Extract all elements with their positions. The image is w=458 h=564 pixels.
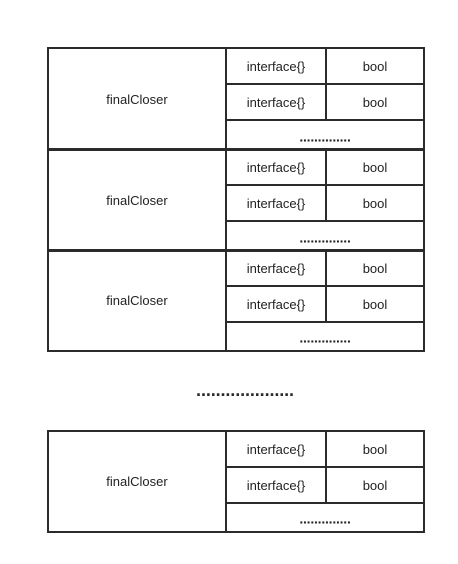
entry-type-cell: interface{} [227,432,327,466]
closer-label: finalCloser [49,49,227,149]
entry-column: interface{} bool interface{} bool ······… [227,150,423,250]
closer-label: finalCloser [49,251,227,350]
closer-block: finalCloser interface{} bool interface{}… [47,430,425,533]
entry-type-cell: interface{} [227,150,327,184]
entry-flag-cell: bool [362,159,388,175]
entry-row: interface{} bool [227,150,423,186]
more-entries-ellipsis: ·············· [299,132,351,148]
closer-label: finalCloser [49,432,227,531]
entry-row: interface{} bool [227,49,423,85]
omitted-blocks-ellipsis: ···················· [196,385,295,405]
entry-flag-cell: bool [362,441,388,457]
entry-column: interface{} bool interface{} bool ······… [227,251,423,350]
entry-flag-cell: bool [362,94,388,110]
entry-type-cell: interface{} [227,85,327,119]
more-entries-ellipsis: ·············· [299,333,351,349]
closer-block: finalCloser interface{} bool interface{}… [47,148,425,252]
more-entries-ellipsis: ·············· [299,514,351,530]
entry-flag-cell: bool [362,58,388,74]
entry-row: interface{} bool [227,287,423,323]
entry-column: interface{} bool interface{} bool ······… [227,49,423,149]
entry-row: interface{} bool [227,432,423,468]
entry-row: interface{} bool [227,468,423,504]
more-entries-ellipsis: ·············· [299,233,351,249]
entry-row: interface{} bool [227,251,423,287]
closer-block: finalCloser interface{} bool interface{}… [47,249,425,352]
closer-block: finalCloser interface{} bool interface{}… [47,47,425,151]
closer-label: finalCloser [49,150,227,250]
entry-type-cell: interface{} [227,287,327,321]
entry-column: interface{} bool interface{} bool ······… [227,432,423,531]
entry-type-cell: interface{} [227,186,327,220]
entry-type-cell: interface{} [227,251,327,285]
entry-flag-cell: bool [362,296,388,312]
entry-type-cell: interface{} [227,468,327,502]
entry-row: interface{} bool [227,85,423,121]
entry-flag-cell: bool [362,477,388,493]
entry-row: interface{} bool [227,186,423,222]
entry-flag-cell: bool [362,260,388,276]
entry-type-cell: interface{} [227,49,327,83]
entry-flag-cell: bool [362,195,388,211]
